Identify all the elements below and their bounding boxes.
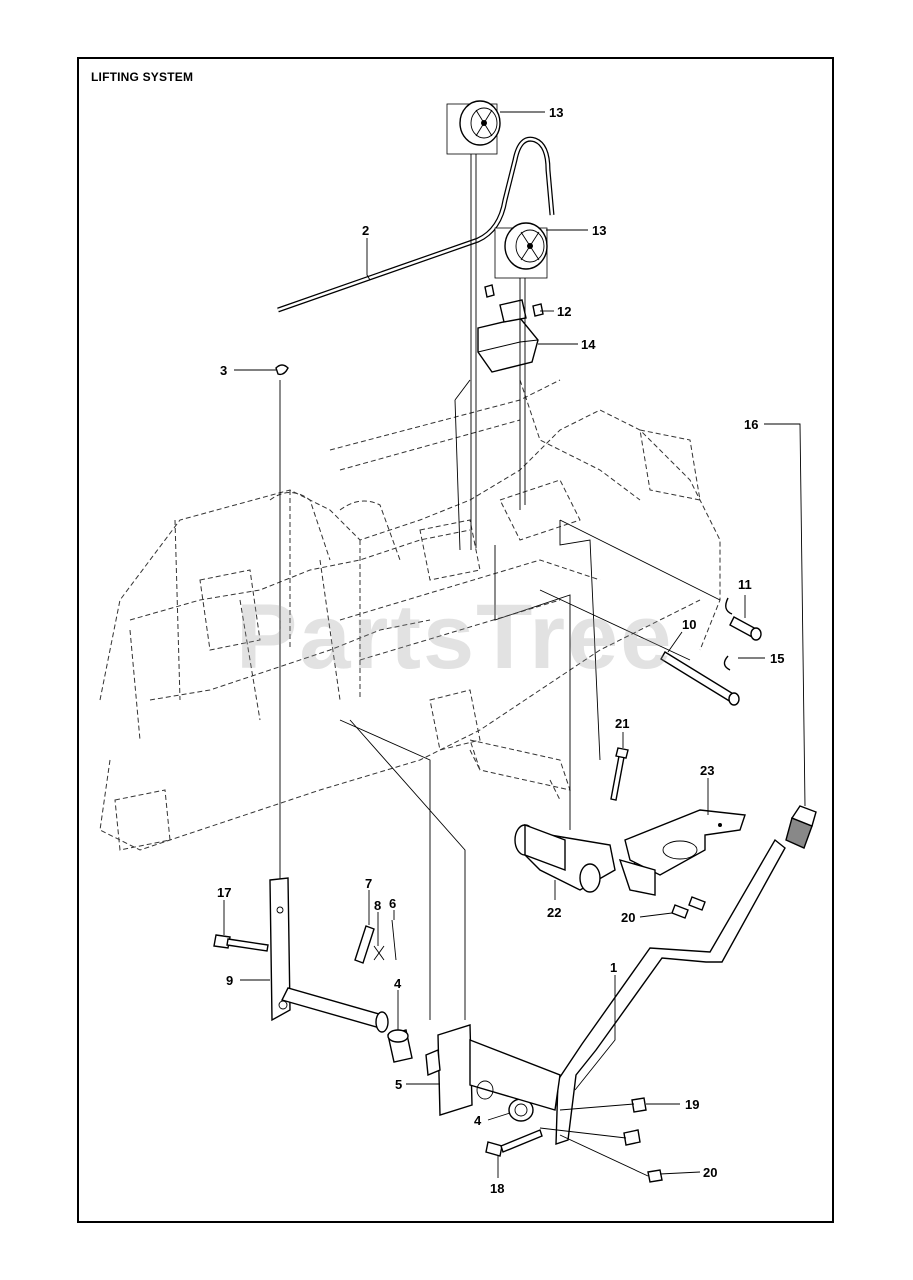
part-12-bolt [484, 284, 544, 317]
diagram-frame [77, 57, 834, 1223]
callout-16: 16 [744, 417, 758, 432]
callout-13-upper: 13 [549, 105, 563, 120]
part-6-spring [391, 919, 397, 961]
callout-2: 2 [362, 223, 369, 238]
section-title: LIFTING SYSTEM [91, 70, 194, 84]
callout-10: 10 [682, 617, 696, 632]
part-16-handle-grip [785, 805, 817, 849]
callout-21: 21 [615, 716, 629, 731]
part-17-bolt [213, 934, 269, 952]
part-10-pin [660, 651, 740, 706]
part-5-bracket [425, 1024, 561, 1116]
part-4-bushing-upper [387, 1029, 413, 1063]
callout-3: 3 [220, 363, 227, 378]
part-8-pin [373, 945, 385, 961]
part-1-lever [555, 838, 786, 1145]
part-3-clip [275, 364, 289, 376]
callout-22: 22 [547, 905, 561, 920]
part-14-bracket [477, 299, 539, 373]
callout-13-lower: 13 [592, 223, 606, 238]
part-9-bracket [269, 877, 291, 1022]
callout-leaders [223, 111, 806, 1178]
callout-8: 8 [374, 898, 381, 913]
part-2-lift-rod [277, 136, 555, 313]
callout-23: 23 [700, 763, 714, 778]
callout-1: 1 [610, 960, 617, 975]
part-19-nut [631, 1097, 647, 1113]
part-13-pulley-lower [494, 222, 548, 279]
part-20-bolt-upper [671, 896, 706, 919]
part-23-plate [624, 809, 746, 876]
callout-20-lower: 20 [703, 1165, 717, 1180]
callout-15: 15 [770, 651, 784, 666]
part-13-pulley-upper [446, 100, 501, 155]
callout-11: 11 [738, 577, 752, 592]
callout-6: 6 [389, 896, 396, 911]
part-20-bolt-lower [623, 1129, 663, 1183]
callout-4-lower: 4 [474, 1113, 482, 1128]
callout-9: 9 [226, 973, 233, 988]
watermark-logo: PartsTree [236, 586, 674, 688]
part-11-pin [725, 597, 762, 641]
callout-7: 7 [365, 876, 372, 891]
callout-12: 12 [557, 304, 571, 319]
assembly-lines [279, 154, 721, 1020]
callout-4-upper: 4 [394, 976, 402, 991]
callout-18: 18 [490, 1181, 504, 1196]
part-7-pin [354, 925, 375, 964]
part-18-bolt [485, 1129, 543, 1157]
callout-17: 17 [217, 885, 231, 900]
callout-labels: 13 13 2 12 14 3 11 10 15 21 23 16 22 20 … [217, 105, 784, 1196]
callout-14: 14 [581, 337, 596, 352]
callout-20-upper: 20 [621, 910, 635, 925]
shaft [280, 987, 389, 1033]
part-15-clip [723, 655, 731, 671]
part-22-pivot-tube [514, 823, 656, 896]
callout-19: 19 [685, 1097, 699, 1112]
callout-5: 5 [395, 1077, 402, 1092]
